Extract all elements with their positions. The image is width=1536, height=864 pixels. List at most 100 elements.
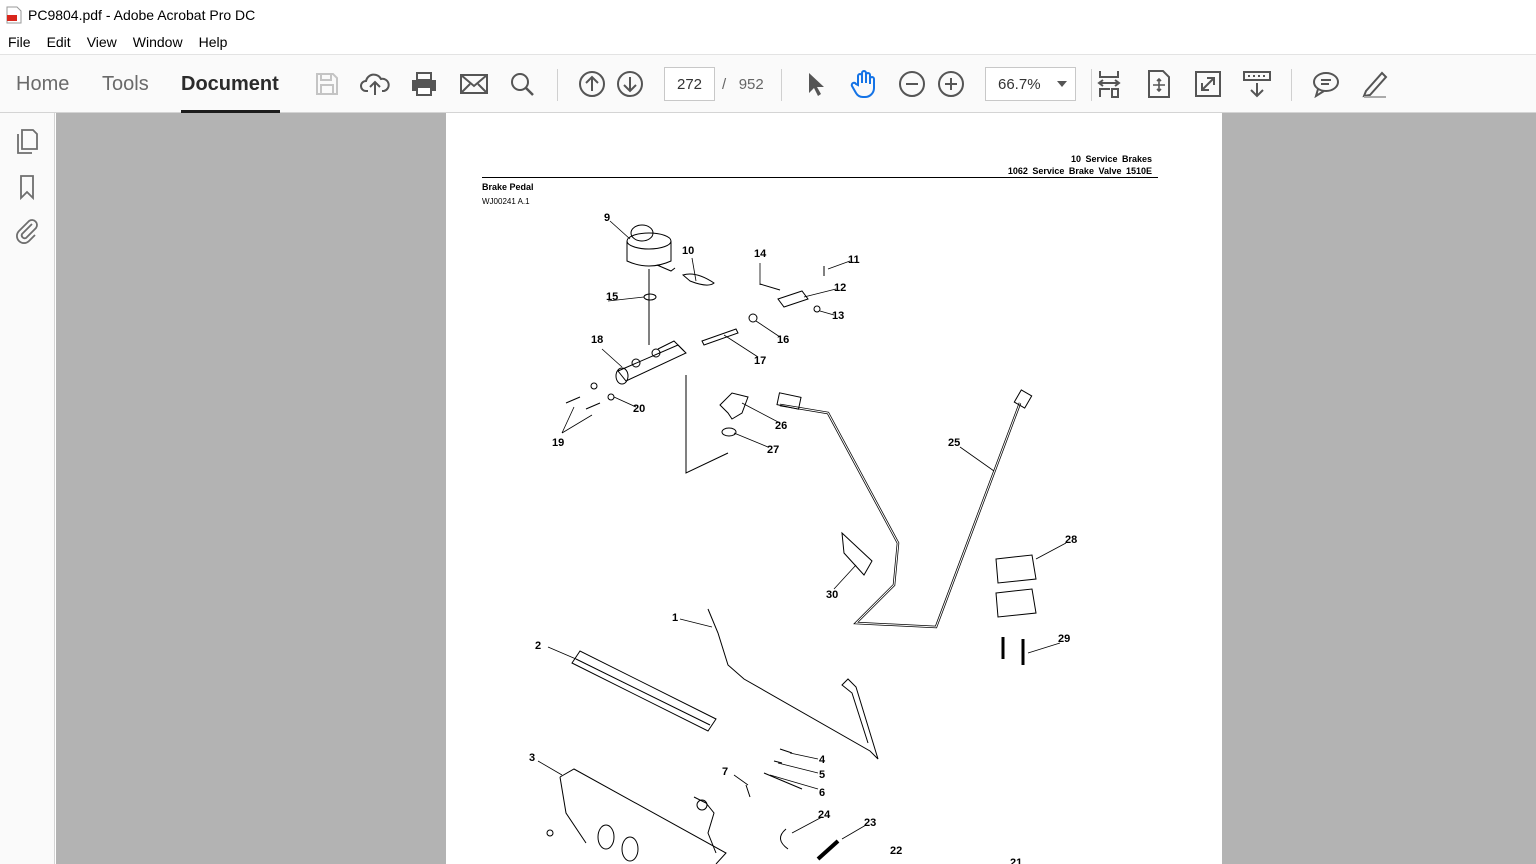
pages-panel-icon[interactable] [13, 127, 41, 155]
hand-icon[interactable] [847, 67, 881, 101]
total-pages: 952 [738, 76, 764, 93]
callout: 21 [1010, 857, 1022, 864]
callout: 2 [535, 640, 541, 652]
menu-file[interactable]: File [8, 34, 31, 50]
comment-icon[interactable] [1309, 67, 1343, 101]
fit-page-icon[interactable] [1092, 67, 1126, 101]
tab-tools[interactable]: Tools [102, 73, 149, 95]
pedal-lever-part [693, 796, 717, 854]
tab-home[interactable]: Home [16, 73, 70, 95]
pedal-rod-part [707, 608, 879, 760]
pedal-pad-part [571, 650, 717, 732]
callout: 24 [818, 809, 831, 821]
callout: 26 [775, 420, 787, 432]
callout: 23 [864, 817, 876, 829]
clamp-part [841, 531, 873, 576]
tab-document[interactable]: Document [181, 73, 279, 95]
menu-bar: File Edit View Window Help [0, 30, 1536, 54]
window-title: PC9804.pdf - Adobe Acrobat Pro DC [28, 7, 256, 23]
section-code: WJ00241 A.1 [482, 197, 530, 206]
callout: 27 [767, 444, 779, 456]
callout: 16 [777, 334, 789, 346]
page-separator: / [722, 76, 727, 93]
callout: 30 [826, 589, 838, 601]
pushrod-part [701, 328, 739, 346]
page-header-chapter: 10 Service Brakes [1070, 154, 1152, 164]
spring-part [816, 839, 840, 861]
callout: 25 [948, 437, 960, 449]
zoom-select[interactable]: 66.7% [985, 67, 1076, 101]
attachment-icon[interactable] [13, 216, 41, 244]
print-icon[interactable] [407, 67, 441, 101]
exploded-parts-diagram: 9 10 11 12 13 14 15 16 17 18 19 20 26 27… [529, 212, 1077, 864]
callout: 17 [754, 355, 766, 367]
callout: 4 [819, 754, 826, 766]
select-arrow-icon[interactable] [798, 67, 832, 101]
pedal-housing-part [621, 836, 639, 862]
bookmark-icon[interactable] [13, 173, 41, 201]
page-down-icon[interactable] [613, 67, 647, 101]
page-header-section: 1062 Service Brake Valve 1510E [1007, 166, 1152, 176]
pedal-lever-part [696, 799, 708, 811]
screw-part [1001, 637, 1025, 665]
section-title: Brake Pedal [482, 182, 534, 192]
rotate-icon[interactable] [1142, 67, 1176, 101]
pin-part [759, 283, 781, 291]
menu-help[interactable]: Help [198, 34, 228, 50]
nut-part [607, 393, 615, 401]
cloud-upload-icon[interactable] [358, 67, 392, 101]
callout: 10 [682, 245, 694, 257]
assembly-bracket-line [685, 375, 729, 474]
email-icon[interactable] [457, 67, 491, 101]
callout: 28 [1065, 534, 1077, 546]
sign-icon[interactable] [1358, 67, 1392, 101]
zoom-value: 66.7% [998, 75, 1041, 93]
callout: 13 [832, 310, 844, 322]
callout: 1 [672, 612, 678, 624]
menu-window[interactable]: Window [132, 34, 183, 50]
bolt-part [546, 829, 554, 837]
hose-clip-part [681, 273, 715, 286]
callout: 14 [754, 248, 767, 260]
yoke-part [777, 290, 809, 308]
zoom-out-icon[interactable] [895, 67, 929, 101]
chevron-down-icon [1057, 81, 1067, 87]
fullscreen-icon[interactable] [1191, 67, 1225, 101]
page-number-input[interactable]: 272 [664, 67, 715, 101]
callout: 6 [819, 787, 825, 799]
pedal-housing-part [559, 768, 727, 864]
menu-edit[interactable]: Edit [46, 34, 71, 50]
callout-labels: 9 10 11 12 13 14 15 16 17 18 19 20 26 27… [529, 212, 1077, 864]
callout: 3 [529, 752, 535, 764]
zoom-in-icon[interactable] [934, 67, 968, 101]
callout: 29 [1058, 633, 1070, 645]
active-tab-indicator [181, 110, 280, 113]
header-rule [482, 177, 1158, 178]
nut-part [748, 313, 758, 323]
navigation-pane [0, 113, 55, 864]
leader-lines [537, 220, 1067, 840]
washer-part [643, 293, 657, 301]
page-up-icon[interactable] [575, 67, 609, 101]
master-cylinder-part [615, 340, 687, 385]
save-icon[interactable] [310, 67, 344, 101]
clamp-block-part [995, 588, 1037, 618]
callout: 12 [834, 282, 846, 294]
toolbar-separator [781, 69, 782, 101]
callout: 15 [606, 291, 618, 303]
bolt-part [565, 396, 601, 410]
pdf-page: 10 Service Brakes 1062 Service Brake Val… [446, 113, 1222, 864]
clamp-block-part [995, 554, 1037, 584]
scroll-mode-icon[interactable] [1240, 67, 1274, 101]
toolbar-separator [1291, 69, 1292, 101]
callout: 22 [890, 845, 902, 857]
callout: 18 [591, 334, 603, 346]
toolbar-separator [1091, 69, 1092, 101]
circlip-part [780, 828, 789, 850]
search-icon[interactable] [505, 67, 539, 101]
title-bar: PC9804.pdf - Adobe Acrobat Pro DC [0, 0, 1536, 30]
nut-part [590, 382, 598, 390]
pdf-file-icon [6, 6, 22, 24]
toolbar: Home Tools Document 272 / 952 [0, 54, 1536, 113]
menu-view[interactable]: View [86, 34, 117, 50]
